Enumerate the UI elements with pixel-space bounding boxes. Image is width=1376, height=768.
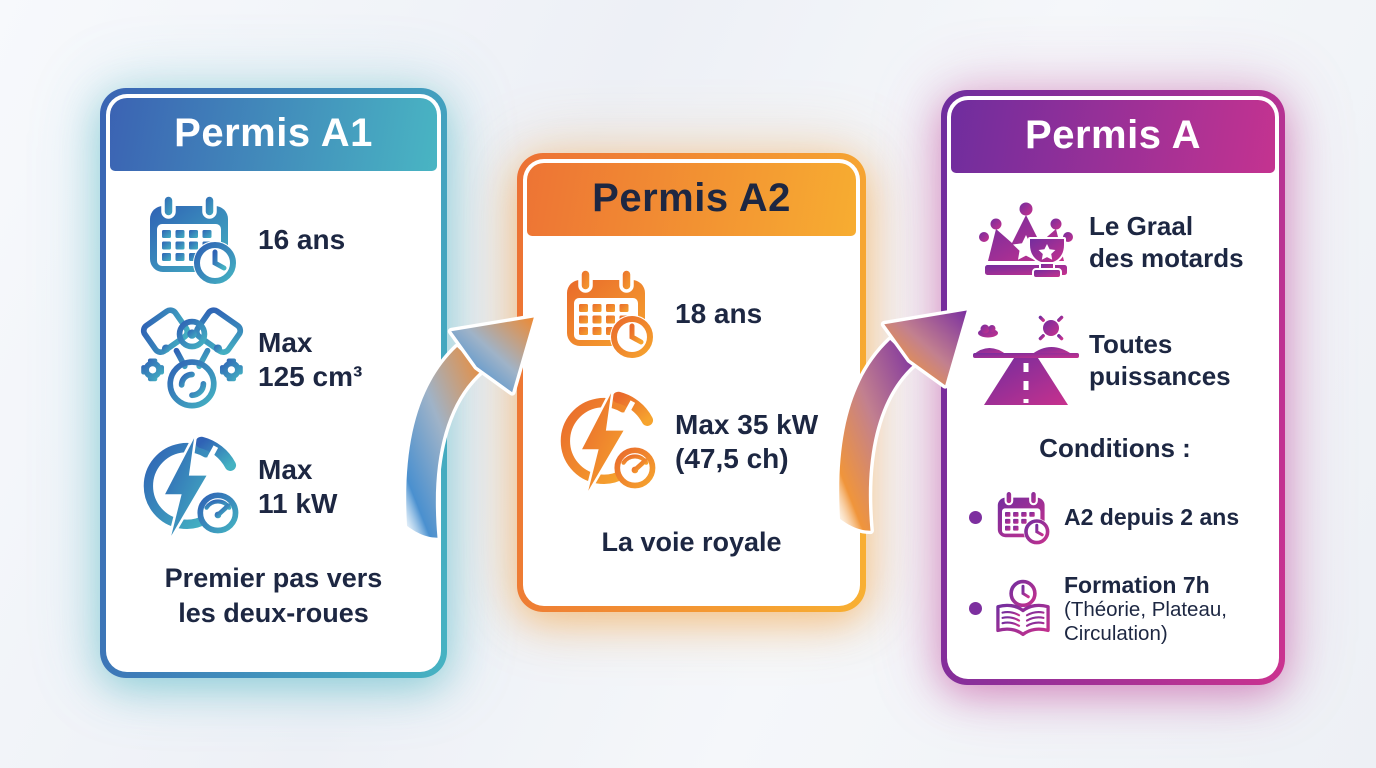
a1-displacement-text: Max 125 cm³ — [258, 326, 363, 392]
arrow-a1-to-a2 — [385, 292, 545, 577]
permis-a1-title: Permis A1 — [110, 98, 437, 171]
card-permis-a1-inner: Permis A1 — [106, 94, 441, 672]
permis-a1-body: 16 ans — [110, 171, 437, 668]
a1-power-row: Max 11 kW — [126, 430, 427, 544]
book-clock-icon — [990, 576, 1056, 640]
a1-power-text: Max 11 kW — [258, 453, 338, 519]
a1-displacement-row: Max 125 cm³ — [126, 303, 427, 417]
permis-a2-title: Permis A2 — [527, 163, 856, 236]
calendar-clock-icon — [126, 190, 258, 290]
a1-footer-tagline: Premier pas vers les deux-roues — [164, 562, 383, 628]
condition-formation: Formation 7h (Théorie, Plateau, Circulat… — [963, 572, 1267, 646]
permis-a2-body: 18 ans — [527, 236, 856, 602]
condition-formation-texts: Formation 7h (Théorie, Plateau, Circulat… — [1064, 572, 1227, 646]
a1-age-row: 16 ans — [126, 190, 427, 290]
a-power-text: Toutes puissances — [1089, 329, 1231, 391]
card-permis-a: Permis A — [941, 90, 1285, 685]
power-gauge-icon — [543, 385, 675, 499]
calendar-clock-icon — [543, 264, 675, 364]
crown-trophy-icon — [963, 195, 1089, 291]
power-gauge-icon — [126, 430, 258, 544]
permis-a-title: Permis A — [951, 100, 1275, 173]
calendar-clock-icon — [990, 488, 1056, 548]
a-grail-text: Le Graal des motards — [1089, 211, 1244, 273]
conditions-heading: Conditions : — [1039, 432, 1191, 463]
a2-age-text: 18 ans — [675, 297, 763, 329]
condition-formation-detail: (Théorie, Plateau, Circulation) — [1064, 597, 1227, 645]
permis-a-body: Le Graal des motards — [951, 173, 1275, 675]
a-power-row: Toutes puissances — [963, 311, 1267, 411]
condition-formation-title: Formation 7h — [1064, 571, 1210, 598]
card-permis-a2-inner: Permis A2 — [523, 159, 860, 606]
card-permis-a1: Permis A1 — [100, 88, 447, 678]
condition-a2-seniority: A2 depuis 2 ans — [963, 488, 1267, 548]
engine-icon — [126, 303, 258, 417]
a1-age-text: 16 ans — [258, 223, 346, 255]
road-icon — [963, 311, 1089, 411]
a2-footer-tagline: La voie royale — [601, 527, 782, 558]
card-permis-a-inner: Permis A — [947, 96, 1279, 679]
arrow-a2-to-a — [818, 285, 978, 570]
a-grail-row: Le Graal des motards — [963, 195, 1267, 291]
card-permis-a2: Permis A2 — [517, 153, 866, 612]
bullet-dot — [969, 601, 982, 615]
bullet-dot — [969, 511, 982, 525]
a2-power-row: Max 35 kW (47,5 ch) — [543, 385, 846, 499]
a2-age-row: 18 ans — [543, 264, 846, 364]
a2-power-text: Max 35 kW (47,5 ch) — [675, 409, 819, 475]
condition-a2-text: A2 depuis 2 ans — [1064, 504, 1240, 531]
